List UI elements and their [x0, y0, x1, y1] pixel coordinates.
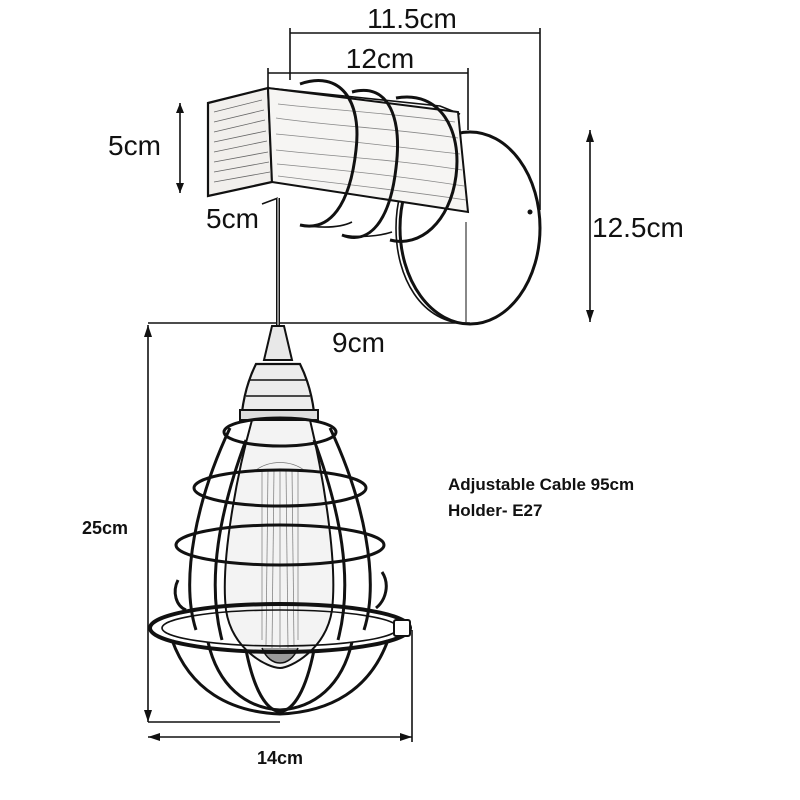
- wooden-beam: [206, 86, 470, 214]
- cage-ring-2: [192, 468, 368, 508]
- holder-body: [240, 362, 316, 414]
- label-beam-depth: 5cm: [206, 203, 259, 234]
- label-top-width: 11.5cm: [367, 3, 457, 34]
- cage-flange-knob: [393, 619, 411, 637]
- holder-neck: [262, 325, 294, 361]
- cage-dome-outer: [170, 639, 390, 716]
- spiral-link-2: [341, 231, 393, 238]
- spiral-loop-3: [389, 95, 459, 243]
- beam-height-arrow-top: [176, 103, 184, 113]
- cage-clip-left: [173, 579, 187, 612]
- spiral-wire: [299, 79, 459, 243]
- label-beam-length: 12cm: [346, 43, 414, 74]
- beam-side-grain: [275, 103, 467, 201]
- label-backplate-height: 12.5cm: [592, 212, 684, 243]
- shade-width-arrow-right: [400, 733, 412, 741]
- backplate-arrow-bottom: [586, 310, 594, 322]
- beam-height-arrow-bottom: [176, 183, 184, 193]
- label-arm-reach: 9cm: [332, 327, 385, 358]
- cage-dome-mid: [206, 641, 354, 712]
- dimension-labels: 11.5cm 12cm 5cm 5cm 12.5cm 9cm 25cm 14cm: [82, 3, 684, 768]
- cage-ring-top: [222, 416, 338, 448]
- cage-rib-1: [188, 427, 232, 631]
- beam-depth-line: [261, 197, 279, 205]
- spiral-loop-1: [299, 79, 359, 228]
- label-shade-height: 25cm: [82, 518, 128, 538]
- cage-rib-2: [328, 427, 372, 631]
- spiral-loop-2: [341, 88, 399, 239]
- label-beam-height: 5cm: [108, 130, 161, 161]
- cage-rib-3: [213, 439, 248, 641]
- cage-clip-right: [374, 571, 388, 610]
- dimension-lines: [144, 28, 594, 742]
- cage-rib-4: [312, 439, 347, 641]
- note-holder: Holder- E27: [448, 501, 542, 520]
- backplate-screw: [527, 209, 533, 215]
- label-shade-width: 14cm: [257, 748, 303, 768]
- spiral-link-1: [299, 221, 353, 228]
- lamp-holder: [239, 325, 319, 421]
- spec-notes: Adjustable Cable 95cm Holder- E27: [448, 475, 634, 520]
- note-cable: Adjustable Cable 95cm: [448, 475, 634, 494]
- cage-ring-3: [174, 523, 386, 567]
- shade-height-arrow-top: [144, 325, 152, 337]
- backplate-arrow-top: [586, 130, 594, 142]
- cage-dome-inner: [244, 649, 316, 714]
- beam-end-grain: [213, 99, 271, 183]
- shade-width-arrow-left: [148, 733, 160, 741]
- wire-cage: [148, 416, 412, 716]
- bulb-filament: [255, 462, 305, 650]
- shade-height-arrow-bottom: [144, 710, 152, 722]
